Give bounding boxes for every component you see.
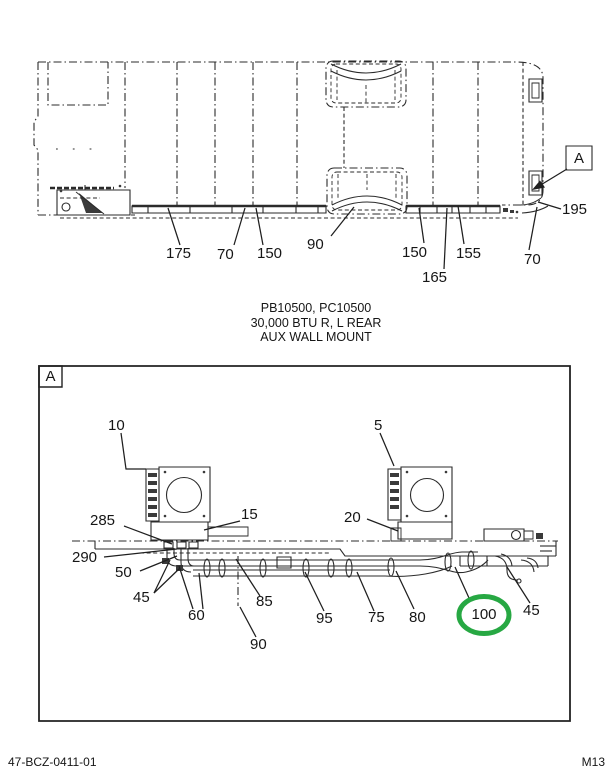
detail-corner-marker-label: A	[45, 368, 56, 385]
overview-drawing	[34, 61, 592, 269]
callout-90-detail: 90	[250, 636, 267, 653]
drawing-number: 47-BCZ-0411-01	[8, 755, 97, 769]
callout-15: 15	[241, 506, 258, 523]
callout-20: 20	[344, 509, 361, 526]
callout-85: 85	[256, 593, 273, 610]
callout-70-right: 70	[524, 251, 541, 268]
callout-150-right: 150	[402, 244, 428, 261]
wheel-well-lower	[327, 168, 407, 214]
caption-mount-line: AUX WALL MOUNT	[260, 330, 372, 344]
detail-leader-lines	[104, 433, 530, 637]
callout-80: 80	[409, 609, 426, 626]
caption-btu-line: 30,000 BTU R, L REAR	[250, 315, 382, 330]
highlight-circle	[459, 597, 509, 634]
callout-70-left: 70	[217, 246, 234, 263]
detail-marker-label: A	[573, 150, 584, 167]
callout-10: 10	[108, 417, 125, 434]
callout-90-overview: 90	[307, 236, 324, 253]
callout-175: 175	[166, 245, 192, 262]
diagram-caption: PB10500, PC10500 30,000 BTU R, L REAR AU…	[116, 301, 516, 345]
skirt-rail	[132, 206, 519, 213]
bus-outline	[34, 62, 548, 218]
callout-45-right: 45	[523, 602, 540, 619]
callout-5: 5	[374, 417, 383, 434]
caption-model-line: PB10500, PC10500	[260, 301, 372, 315]
wheel-well-upper	[326, 61, 406, 107]
callout-60: 60	[188, 607, 205, 624]
refrigerant-piping	[162, 542, 538, 606]
callout-285: 285	[90, 512, 116, 529]
detail-marker-arrow	[532, 146, 592, 190]
callout-95: 95	[316, 610, 333, 627]
callout-45-left: 45	[133, 589, 150, 606]
page-code: M13	[581, 755, 605, 769]
callout-75: 75	[368, 609, 385, 626]
detail-corner-marker-box	[39, 366, 62, 387]
detail-drawing	[39, 366, 570, 721]
ac-unit-right	[388, 467, 452, 541]
callout-150-left: 150	[257, 245, 283, 262]
callout-165: 165	[422, 269, 448, 286]
callout-100-highlighted: 100	[471, 606, 497, 623]
entry-step-detail	[50, 184, 130, 215]
callout-50: 50	[115, 564, 132, 581]
rear-marker-lights	[529, 79, 542, 195]
callout-195: 195	[562, 201, 588, 218]
callout-290: 290	[72, 549, 98, 566]
callout-155: 155	[456, 245, 482, 262]
ac-unit-left	[146, 467, 248, 540]
overview-leader-lines	[168, 202, 561, 269]
detail-view-box	[39, 366, 570, 721]
